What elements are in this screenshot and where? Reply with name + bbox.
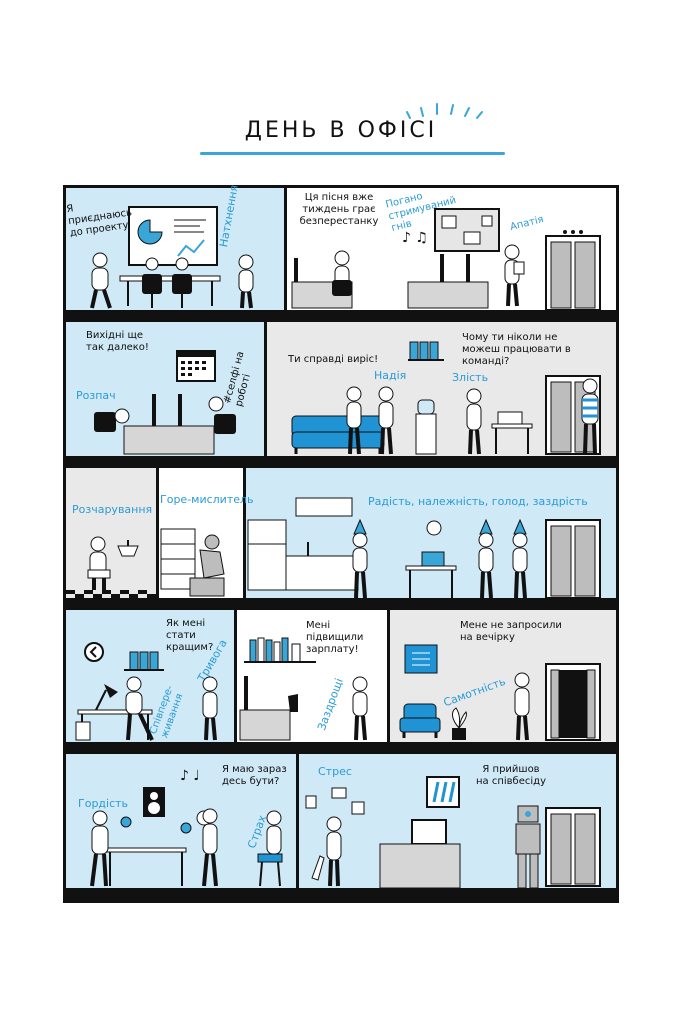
armchair bbox=[399, 703, 441, 738]
plant bbox=[451, 707, 467, 740]
title-underline bbox=[200, 152, 505, 155]
person-lonely bbox=[514, 672, 530, 741]
elevator bbox=[545, 807, 601, 887]
people-anxiety bbox=[125, 676, 218, 741]
speech-party: Мене не запросили на вечірку bbox=[460, 620, 562, 643]
speech-grown: Ти справді виріс! bbox=[288, 354, 379, 365]
title-rays-decoration bbox=[406, 103, 483, 119]
emotion-hope: Надія bbox=[374, 369, 407, 382]
elevator bbox=[545, 230, 601, 311]
water-cooler bbox=[415, 399, 437, 455]
person-joining bbox=[90, 252, 112, 309]
calendar-icon bbox=[176, 350, 216, 382]
floor-line bbox=[63, 598, 619, 610]
kitchen bbox=[247, 497, 359, 591]
panel-divider bbox=[156, 468, 159, 598]
floor-line bbox=[63, 456, 619, 468]
emotion-anger: Злість bbox=[452, 371, 489, 384]
speech-elsewhere: Я маю зараз десь бути? bbox=[222, 764, 287, 787]
presentation-board bbox=[128, 206, 218, 266]
chairs-meeting bbox=[142, 257, 192, 308]
panel-divider bbox=[234, 610, 237, 742]
ping-pong bbox=[90, 810, 212, 887]
thinker-statue bbox=[189, 534, 225, 597]
floor-line bbox=[63, 888, 619, 900]
person-apathy bbox=[504, 244, 525, 307]
speaker bbox=[143, 787, 165, 817]
panel-divider bbox=[284, 188, 287, 310]
blinds-window bbox=[426, 776, 460, 808]
shelf-books bbox=[124, 651, 164, 671]
elevator bbox=[545, 519, 601, 599]
person-angry bbox=[466, 388, 482, 455]
page-title: ДЕНЬ В ОФІСІ bbox=[244, 118, 438, 143]
speech-better: Як мені стати кращим? bbox=[166, 618, 214, 653]
panel-divider bbox=[296, 754, 299, 888]
emotion-disappointment: Розчарування bbox=[72, 503, 153, 516]
emotion-despair: Розпач bbox=[76, 389, 116, 402]
emotion-stress: Стрес bbox=[318, 765, 352, 778]
person-striped bbox=[581, 378, 599, 455]
meeting-table bbox=[119, 275, 221, 306]
panel-divider bbox=[243, 468, 246, 598]
party-people bbox=[352, 518, 528, 599]
juggling-person bbox=[305, 787, 365, 887]
person-annoyed bbox=[332, 250, 352, 296]
person-pride-right bbox=[202, 808, 218, 887]
desks-despair bbox=[94, 394, 236, 455]
person-disappointed bbox=[87, 536, 111, 590]
emotion-joy: Радість, належність, голод, заздрість bbox=[368, 495, 588, 508]
speech-interview: Я прийшов на співбесіду bbox=[476, 764, 546, 787]
sink bbox=[117, 540, 139, 557]
panel-disappointment bbox=[66, 468, 156, 598]
speech-weekend: Вихідні ще так далеко! bbox=[86, 330, 149, 353]
floor-line bbox=[63, 742, 619, 754]
pinboard bbox=[434, 208, 500, 252]
desk-raise bbox=[239, 676, 368, 741]
robot-candidate bbox=[515, 805, 541, 889]
emotion-pride: Гордість bbox=[78, 797, 129, 810]
speech-raise: Мені підвищили зарплату! bbox=[306, 620, 364, 655]
person-fear bbox=[257, 810, 283, 887]
shelf-books bbox=[408, 341, 444, 361]
speech-team: Чому ти ніколи не можеш працювати в кома… bbox=[462, 332, 571, 367]
printer-table bbox=[491, 411, 533, 454]
bookshelf bbox=[244, 637, 316, 663]
music-notes-icon: ♪ ♫ bbox=[402, 230, 428, 246]
drawers bbox=[160, 528, 196, 590]
wall-clock-icon bbox=[84, 642, 104, 662]
music-notes-icon: ♪ ♩ bbox=[180, 768, 200, 784]
wall-picture bbox=[404, 644, 438, 674]
panel-divider bbox=[264, 322, 267, 456]
checker-floor bbox=[66, 590, 156, 598]
panel-divider bbox=[387, 610, 390, 742]
person-inspired bbox=[238, 254, 254, 309]
speech-song: Ця пісня вже тиждень грає безперестанку bbox=[299, 192, 379, 227]
desks-office bbox=[291, 254, 489, 309]
interview-desk bbox=[379, 819, 461, 889]
emotion-thinker: Горе-мислитель bbox=[160, 493, 254, 506]
elevator-open bbox=[545, 663, 601, 741]
floor-line bbox=[63, 310, 619, 322]
people-hope bbox=[346, 386, 394, 455]
